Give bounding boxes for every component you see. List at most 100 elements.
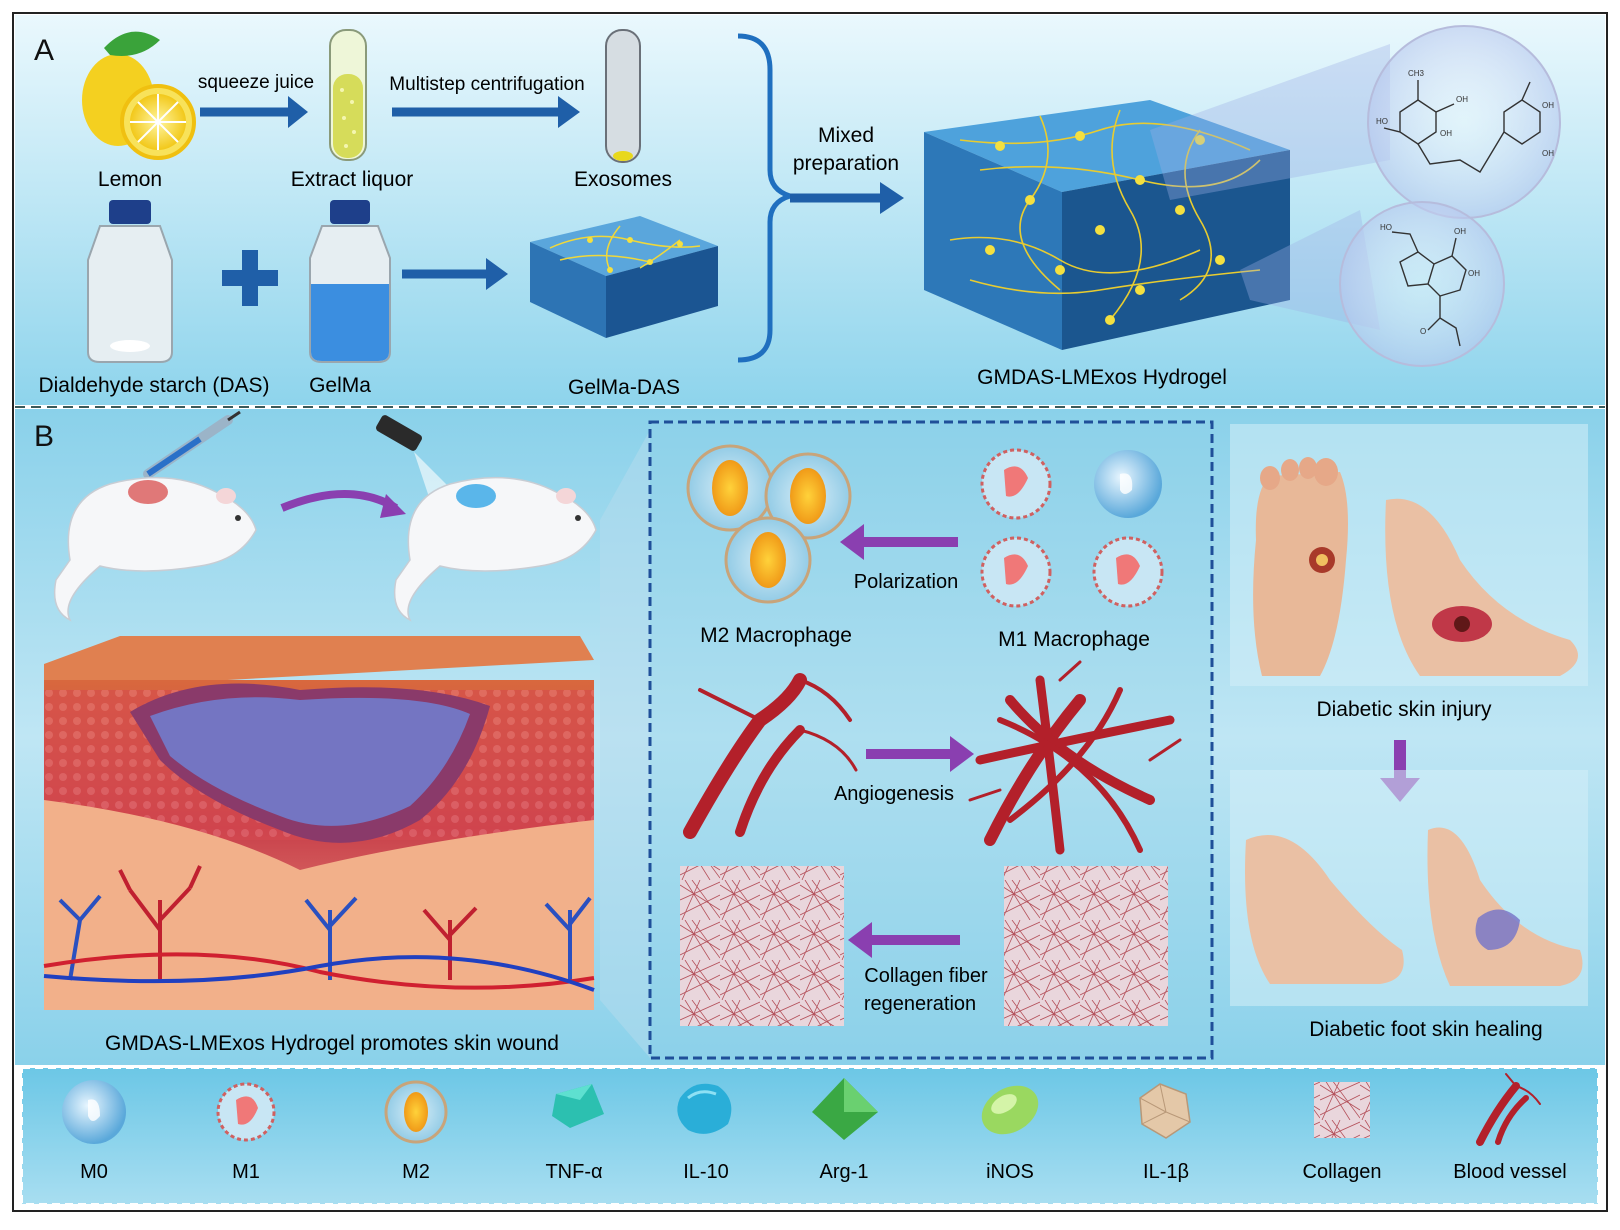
legend-item-inos: iNOS [981,1085,1039,1183]
mouse-right-icon [393,476,597,622]
legend-item-il-1beta: IL-1β [1139,1083,1191,1183]
m2-macrophage-icon [384,1080,448,1144]
svg-text:OH: OH [1454,227,1466,236]
il-10-icon [677,1083,732,1134]
panel-a-background [15,15,1605,405]
angiogenesis-label: Angiogenesis [834,783,954,805]
collagen-arrowhead [848,922,872,958]
diabetic-healing-label: Diabetic foot skin healing [1309,1018,1542,1041]
svg-text:HO: HO [1380,223,1392,232]
squeeze-arrowhead [288,96,308,128]
hydrogel-label: GMDAS-LMExos Hydrogel [977,366,1227,389]
legend-item-il-10: IL-10 [677,1083,732,1183]
svg-text:Blood vessel: Blood vessel [1453,1161,1566,1183]
lemon-label: Lemon [98,168,162,191]
svg-text:OH: OH [1468,269,1480,278]
svg-text:TNF-α: TNF-α [545,1161,602,1183]
svg-text:iNOS: iNOS [986,1161,1034,1183]
svg-text:OH: OH [1456,95,1468,104]
das-label: Dialdehyde starch (DAS) [38,374,269,397]
squeeze-label: squeeze juice [198,72,314,93]
m1-label: M1 Macrophage [998,628,1150,651]
legend-item-blood-vessel: Blood vessel [1453,1073,1567,1183]
sparse-vessels-icon [683,673,858,839]
svg-text:OH: OH [1440,129,1452,138]
das-structure-labels: CH3 OH OH OH OH HO [1376,69,1554,158]
wound-caption: GMDAS-LMExos Hydrogel promotes skin woun… [105,1032,559,1055]
panel-a-letter: A [34,34,54,67]
mixed-arrowhead [880,182,904,214]
m1-macrophage-icon [216,1082,276,1142]
inos-icon [981,1085,1039,1135]
legend-item-arg-1: Arg-1 [812,1078,878,1183]
mixed-label-line2: preparation [793,152,899,175]
mixed-label-line1: Mixed [818,124,874,147]
extract-label: Extract liquor [291,168,414,191]
gelma-das-cube-icon [530,216,718,338]
syringe-icon [143,410,241,479]
svg-text:OH: OH [1542,101,1554,110]
svg-text:M1: M1 [232,1161,260,1183]
collagen-icon [1314,1082,1370,1138]
diabetic-injury-label: Diabetic skin injury [1316,698,1492,721]
gelma-structure-icon [1391,231,1467,347]
arg-1-icon [812,1078,878,1140]
legend-item-m1: M1 [216,1082,276,1183]
polarization-arrowhead [840,524,864,560]
zoom-beam-top [1150,44,1390,200]
m1-macrophage-cluster [980,448,1164,608]
injured-foot-left-icon [1253,457,1348,676]
collagen-right-icon [1004,866,1168,1026]
svg-text:M0: M0 [80,1161,108,1183]
angiogenesis-arrowhead [950,736,974,772]
blood-vessel-icon [1476,1073,1541,1146]
exosomes-label: Exosomes [574,168,672,191]
collagen-label-line1: Collagen fiber [864,965,988,987]
legend-item-collagen: Collagen [1303,1082,1382,1183]
panel-b-letter: B [34,420,54,453]
gelma-structure-labels: HO OH OH O [1380,223,1480,336]
dense-vessels-icon [968,660,1182,855]
lemon-icon [82,31,196,160]
injured-foot-right-icon [1385,498,1578,676]
extract-tube-icon [329,29,367,161]
legend-item-m2: M2 [384,1080,448,1183]
gelma-arrowhead [486,258,508,290]
gelma-bottle-icon [309,200,391,363]
polarization-label: Polarization [854,571,959,593]
plus-icon [222,250,278,306]
mouse-left-icon [53,476,257,622]
mouse-arrowhead [380,494,406,518]
exosome-tube-icon [605,29,641,163]
svg-text:IL-1β: IL-1β [1143,1161,1189,1183]
collagen-left-icon [680,866,844,1026]
svg-text:IL-10: IL-10 [683,1161,729,1183]
healed-foot-right-icon [1427,827,1583,986]
m2-macrophage-cluster [686,444,852,604]
tnf-alpha-icon [552,1084,604,1128]
svg-text:HO: HO [1376,117,1388,126]
m2-label: M2 Macrophage [700,624,852,647]
centrifuge-label: Multistep centrifugation [389,74,584,95]
svg-text:OH: OH [1542,149,1554,158]
legend-item-m0: M0 [62,1080,126,1183]
svg-text:CH3: CH3 [1408,69,1425,78]
hydrogel-cube-icon [924,100,1290,350]
zoom-wedge [600,430,650,1058]
healed-foot-left-icon [1245,835,1404,984]
svg-text:Collagen: Collagen [1303,1161,1382,1183]
centrifuge-arrowhead [558,96,580,128]
svg-text:Arg-1: Arg-1 [820,1161,869,1183]
gelma-label: GelMa [309,374,371,397]
das-bottle-icon [87,200,173,363]
skin-wound-illustration [43,636,595,1010]
legend-item-tnf-alpha: TNF-α [545,1084,604,1183]
svg-text:M2: M2 [402,1161,430,1183]
svg-text:O: O [1420,327,1426,336]
das-structure-bubble [1367,25,1561,219]
collagen-label-line2: regeneration [864,993,976,1015]
gelma-das-label: GelMa-DAS [568,376,680,399]
das-structure-icon [1383,80,1541,173]
